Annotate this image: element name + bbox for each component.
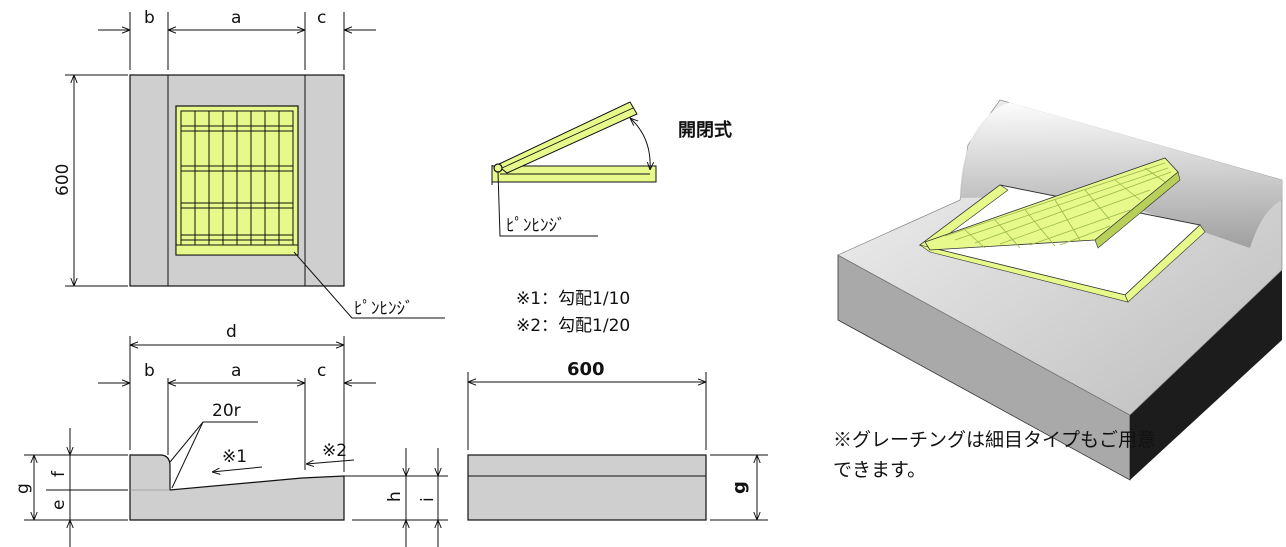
section-dim-h: h (385, 491, 405, 502)
slope-mark-1: ※1 (222, 447, 247, 467)
hinge-detail: 開閉式 ﾋﾟﾝﾋﾝｼﾞ (491, 101, 732, 237)
section-dim-d: d (226, 322, 237, 342)
plan-hinge-leader (293, 251, 445, 319)
section-radius-label: 20r (212, 401, 241, 421)
side-dim-g: g (729, 481, 750, 494)
section-dim-e: e (49, 500, 69, 510)
slope-note-2: ※2：勾配1/20 (516, 316, 630, 336)
plan-hinge-label: ﾋﾟﾝﾋﾝｼﾞ (354, 299, 414, 319)
plan-dim-b: b (144, 8, 155, 28)
section-dim-i: i (418, 497, 438, 502)
section-dim-g: g (13, 483, 33, 494)
plan-dim-a: a (231, 8, 241, 28)
hinge-leader (497, 171, 598, 237)
section-view: d b a c 20r ※1 ※2 g f e (13, 322, 448, 547)
plan-dim-c: c (317, 8, 326, 28)
hinge-top-label: ﾋﾟﾝﾋﾝｼﾞ (506, 216, 566, 236)
caption-line-2: できます。 (833, 459, 927, 481)
side-dim-600: 600 (567, 359, 605, 380)
side-body (467, 454, 707, 521)
open-type-label: 開閉式 (678, 119, 732, 141)
plan-dim-600: 600 (53, 164, 73, 196)
hinge-open-arc (630, 118, 650, 170)
hinge-open-grate (496, 101, 638, 174)
section-dim-a: a (231, 361, 241, 381)
plan-grating (175, 105, 299, 256)
caption: ※グレーチングは細目タイプもご用意 できます。 (833, 425, 1273, 485)
slope-note-1: ※1：勾配1/10 (516, 289, 630, 309)
product-3d-render (837, 99, 1283, 481)
section-dim-f: f (49, 470, 69, 477)
hinge-pin (493, 163, 503, 173)
slope-mark-2: ※2 (322, 441, 347, 461)
caption-line-1: ※グレーチングは細目タイプもご用意 (833, 429, 1157, 451)
side-view: 600 g (467, 359, 768, 521)
section-dim-c: c (317, 361, 326, 381)
plan-view: ﾋﾟﾝﾋﾝｼﾞ b a c 600 (53, 8, 445, 319)
section-body (129, 454, 345, 521)
section-dim-b: b (144, 361, 155, 381)
